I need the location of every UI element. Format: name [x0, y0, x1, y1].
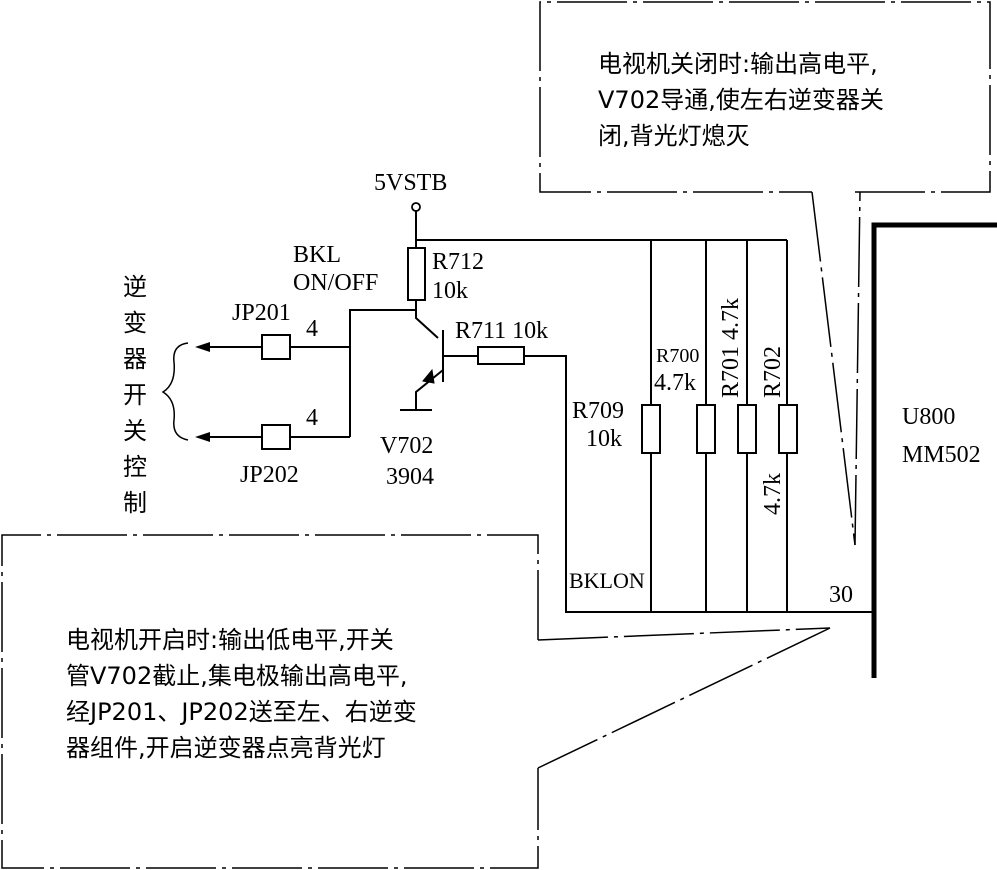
r701-label: R701 4.7k — [718, 298, 744, 398]
vertical-char-4: 开 — [123, 381, 147, 409]
callout-tv-on: 电视机开启时:输出低电平,开关 管V702截止,集电极输出高电平, 经JP201… — [1, 534, 831, 869]
resistor-r701 — [737, 404, 757, 454]
r700-name: R700 — [656, 345, 699, 367]
resistor-r700 — [696, 404, 716, 454]
jp201-block — [261, 334, 291, 360]
bklon-label: BKLON — [569, 568, 645, 593]
v702-emitter-arrow — [422, 368, 435, 384]
collector-wire — [349, 300, 439, 437]
transistor-v702: V702 3904 — [380, 330, 478, 490]
callout-on-line-2: 管V702截止,集电极输出高电平, — [66, 662, 407, 690]
top-rail — [415, 211, 787, 248]
v702-name: V702 — [380, 433, 433, 459]
vertical-char-3: 器 — [123, 345, 147, 373]
callout-on-line-4: 器组件,开启逆变器点亮背光灯 — [66, 734, 386, 762]
bkl-label-line-1: BKL — [293, 242, 341, 268]
resistor-r709 — [641, 404, 661, 454]
r711-to-bklon — [524, 355, 872, 613]
jp202-arrow — [195, 432, 210, 442]
callout-tv-off: 电视机关闭时:输出高电平, V702导通,使左右逆变器关 闭,背光灯熄灭 — [539, 1, 991, 546]
resistor-r712 — [407, 247, 426, 301]
r711-label: R711 10k — [455, 318, 548, 344]
v702-emitter — [415, 369, 444, 410]
supply-label: 5VSTB — [374, 170, 447, 196]
connector-jp202: JP202 4 — [195, 405, 318, 488]
r709-name: R709 — [572, 398, 624, 424]
ic-pin-30: 30 — [829, 582, 853, 608]
callout-on-line-3: 经JP201、JP202送至左、右逆变 — [66, 698, 417, 726]
r700-value: 4.7k — [654, 370, 696, 396]
callout-on-line-1: 电视机开启时:输出低电平,开关 — [66, 626, 394, 654]
callout-off-line-2: V702导通,使左右逆变器关 — [598, 86, 884, 114]
vertical-char-2: 变 — [123, 309, 147, 337]
r712-name: R712 — [432, 249, 484, 275]
resistor-r702 — [778, 404, 798, 454]
vertical-char-7: 制 — [123, 489, 147, 517]
v702-part: 3904 — [386, 464, 434, 490]
jp201-label: JP201 — [232, 300, 291, 326]
supply-terminal — [411, 202, 421, 212]
r702-name: R702 — [760, 346, 786, 398]
ic-u800-part: MM502 — [902, 442, 981, 468]
r712-value: 10k — [432, 278, 468, 304]
ic-u800-name: U800 — [902, 404, 955, 430]
bkl-label-line-2: ON/OFF — [293, 270, 378, 296]
ic-u800-outline — [871, 222, 997, 678]
vertical-char-6: 控 — [123, 453, 147, 481]
r709-value: 10k — [586, 426, 622, 452]
callout-off-line-3: 闭,背光灯熄灭 — [598, 122, 750, 150]
ladder-wires — [650, 240, 788, 612]
jp202-label: JP202 — [240, 462, 299, 488]
resistor-r711 — [477, 346, 525, 365]
r702-value: 4.7k — [760, 473, 786, 515]
vertical-char-5: 关 — [123, 417, 147, 445]
jp201-arrow — [195, 342, 210, 352]
vertical-char-1: 逆 — [123, 273, 147, 301]
callout-off-line-1: 电视机关闭时:输出高电平, — [598, 50, 878, 78]
jp202-pin: 4 — [306, 405, 318, 431]
inverter-control-label: 逆 变 器 开 关 控 制 — [123, 273, 189, 517]
connector-jp201: JP201 4 — [195, 300, 318, 360]
curly-brace — [161, 342, 189, 441]
jp201-pin: 4 — [306, 316, 318, 342]
jp202-block — [261, 424, 291, 450]
